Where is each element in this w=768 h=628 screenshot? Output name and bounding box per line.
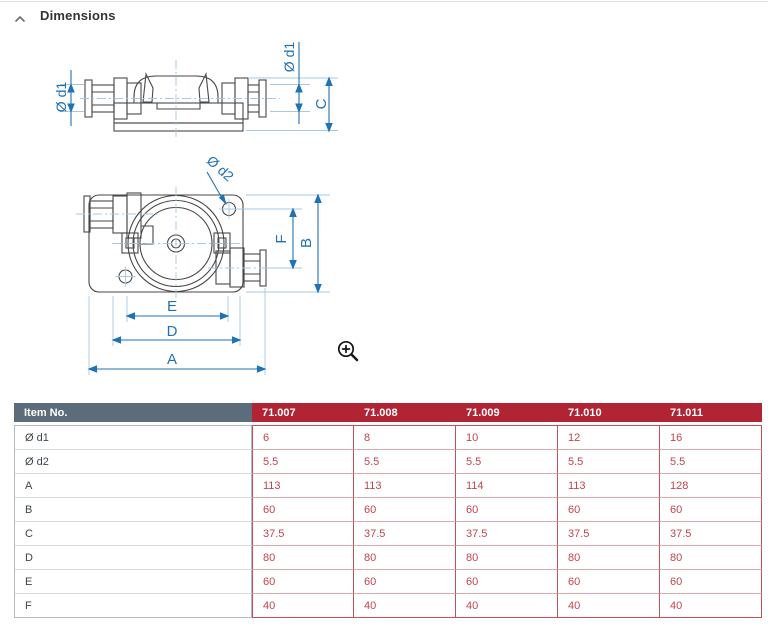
side-view-drawing [84,72,267,132]
dim-label-a: A [167,351,177,368]
table-row: D 80 80 80 80 80 [14,546,762,570]
cell-value: 10 [456,425,558,450]
cell-value: 80 [660,546,762,570]
table-row: E 60 60 60 60 60 [14,570,762,594]
cell-value: 60 [252,570,354,594]
dim-label-d: D [167,323,178,340]
cell-value: 37.5 [660,522,762,546]
dim-label-f: F [273,234,290,243]
cell-value: 113 [354,474,456,498]
cell-value: 12 [558,425,660,450]
cell-value: 113 [252,474,354,498]
cell-value: 60 [660,570,762,594]
side-view-dimensions [67,42,333,133]
cell-value: 60 [558,498,660,522]
cell-value: 6 [252,425,354,450]
cell-value: 37.5 [354,522,456,546]
row-label: D [14,546,252,570]
cell-value: 60 [660,498,762,522]
dim-label-b: B [298,238,315,248]
cell-value: 60 [252,498,354,522]
cell-value: 8 [354,425,456,450]
table-header-row: Item No. 71.007 71.008 71.009 71.010 71.… [14,403,762,425]
technical-drawing: Ø d1 Ø d1 C [0,30,740,398]
cell-value: 5.5 [660,450,762,474]
col-header-item: 71.010 [558,403,660,425]
col-header-item: 71.007 [252,403,354,425]
cell-value: 5.5 [354,450,456,474]
zoom-in-icon[interactable] [337,340,359,362]
cell-value: 128 [660,474,762,498]
cell-value: 80 [456,546,558,570]
cell-value: 16 [660,425,762,450]
row-label: Ø d2 [14,450,252,474]
dimensions-table: Item No. 71.007 71.008 71.009 71.010 71.… [14,403,762,618]
cell-value: 114 [456,474,558,498]
cell-value: 40 [558,594,660,618]
cell-value: 40 [252,594,354,618]
front-view-centerlines [76,187,330,375]
cell-value: 80 [252,546,354,570]
section-title: Dimensions [40,8,116,23]
cell-value: 40 [456,594,558,618]
table-row: Ø d1 6 8 10 12 16 [14,425,762,450]
col-header-item-no: Item No. [14,403,252,425]
dim-label-d1-left: Ø d1 [53,82,69,113]
cell-value: 37.5 [252,522,354,546]
cell-value: 60 [558,570,660,594]
row-label: F [14,594,252,618]
cell-value: 60 [456,570,558,594]
dim-label-e: E [167,298,177,315]
col-header-item: 71.009 [456,403,558,425]
row-label: B [14,498,252,522]
cell-value: 5.5 [456,450,558,474]
section-header[interactable]: Dimensions [14,8,116,23]
cell-value: 40 [354,594,456,618]
table-row: A 113 113 114 113 128 [14,474,762,498]
cell-value: 80 [558,546,660,570]
row-label: Ø d1 [14,425,252,450]
divider [0,1,768,2]
cell-value: 37.5 [558,522,660,546]
row-label: C [14,522,252,546]
dim-label-d1-top: Ø d1 [281,42,297,73]
cell-value: 113 [558,474,660,498]
row-label: A [14,474,252,498]
cell-value: 60 [456,498,558,522]
dim-label-c: C [313,98,330,109]
cell-value: 40 [660,594,762,618]
row-label: E [14,570,252,594]
collapse-chevron-icon[interactable] [14,11,26,22]
cell-value: 37.5 [456,522,558,546]
dim-label-d2: Ø d2 [204,152,237,184]
cell-value: 60 [354,498,456,522]
front-view-dimensions [87,171,322,373]
col-header-item: 71.011 [660,403,762,425]
cell-value: 5.5 [252,450,354,474]
cell-value: 5.5 [558,450,660,474]
table-row: Ø d2 5.5 5.5 5.5 5.5 5.5 [14,450,762,474]
cell-value: 60 [354,570,456,594]
table-row: B 60 60 60 60 60 [14,498,762,522]
table-row: F 40 40 40 40 40 [14,594,762,618]
col-header-item: 71.008 [354,403,456,425]
table-row: C 37.5 37.5 37.5 37.5 37.5 [14,522,762,546]
front-view-drawing [83,192,267,293]
cell-value: 80 [354,546,456,570]
side-view-centerlines [60,60,338,140]
